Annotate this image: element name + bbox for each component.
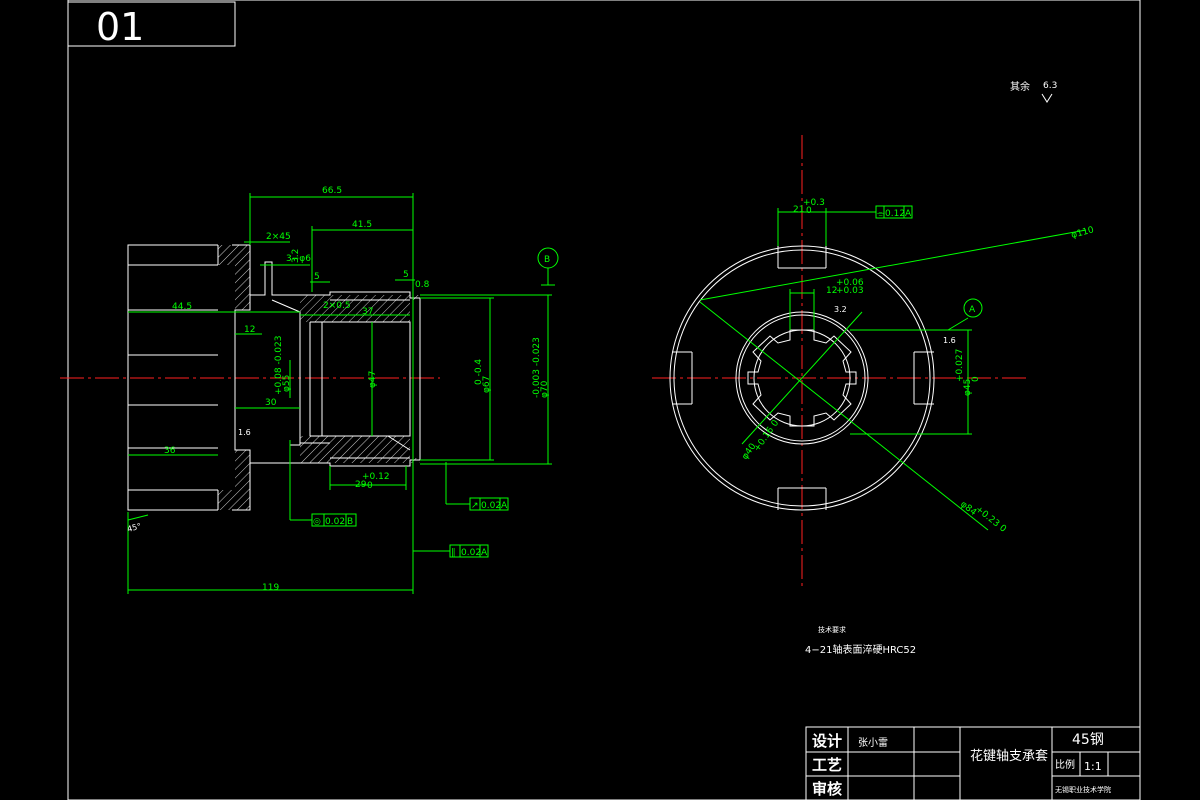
roughness-symbol-icon [1041, 93, 1053, 103]
dia-55: φ55 [282, 375, 292, 392]
title-scale-value: 1:1 [1084, 760, 1102, 773]
tolerance-frame-runout: ↗ 0.02 A [469, 497, 509, 511]
title-org: 无锡职业技术学院 [1055, 785, 1111, 794]
parallelism-icon: ∥ [451, 548, 456, 558]
symmetry-icon: ⌯ [877, 209, 885, 219]
concentricity-value: 0.02 [325, 517, 345, 527]
runout-value: 0.02 [481, 501, 501, 511]
hatch-flange-bottom [218, 450, 250, 510]
end-width-21: 21 [793, 205, 804, 215]
end-rough-3-2: 3.2 [834, 305, 847, 314]
dim-29-tol-lower: 0 [367, 481, 373, 491]
dim-44-5: 44.5 [172, 302, 192, 312]
concentricity-icon: ◎ [313, 517, 321, 527]
end-dia-84-tol: +0.23 0 [973, 504, 1008, 534]
tech-req-title: 技术要求 [818, 625, 846, 634]
end-rough-1-6: 1.6 [943, 336, 956, 345]
dim-37: 37 [362, 307, 373, 317]
dim-12: 12 [244, 325, 255, 335]
title-process-label: 工艺 [812, 756, 842, 774]
dim-5b: 5 [403, 270, 409, 280]
dia-70: φ70 [540, 380, 550, 398]
runout-datum: A [501, 501, 508, 511]
roughness-note-label: 其余 [1010, 80, 1030, 93]
dim-29: 29 [355, 480, 367, 490]
dim-5a: 5 [314, 272, 320, 282]
section-view: B 119 66.5 41.5 2×45 3−φ6 5 5 2×0.5 37 4… [60, 186, 559, 594]
symmetry-value: 0.12 [885, 209, 905, 219]
hatch-body-top [300, 295, 420, 322]
end-dia-45-tol-upper: +0.027 [955, 349, 965, 382]
rough-1-6: 1.6 [238, 428, 251, 437]
end-width-12-tol-lower: +0.03 [836, 286, 864, 296]
dia-47: φ47 [368, 371, 378, 388]
section-dimension-lines [127, 193, 555, 594]
dim-chamfer: 2×45 [266, 232, 291, 242]
dim-41-5: 41.5 [352, 220, 372, 230]
end-width-12-tol-upper: +0.06 [836, 278, 864, 288]
tolerance-frame-symmetry: ⌯ 0.12 A [875, 205, 913, 219]
concentricity-datum: B [347, 517, 353, 527]
title-part-name: 花键轴支承套 [970, 748, 1048, 764]
sheet-number: 01 [96, 5, 144, 49]
symmetry-datum: A [905, 209, 912, 219]
runout-icon: ↗ [471, 501, 479, 511]
end-width-12: 12 [826, 286, 837, 296]
end-width-21-tol-lower: 0 [806, 206, 812, 216]
hatch-body-bottom [300, 436, 420, 463]
datum-a-bubble [963, 298, 983, 318]
dia-55-tol: +0.08 -0.023 [274, 336, 284, 395]
title-material: 45钢 [1072, 732, 1104, 748]
dim-36: 36 [164, 446, 176, 456]
end-outline [669, 245, 935, 511]
dim-holes: 3−φ6 [286, 254, 311, 264]
tech-req-line1: 4−21轴表面淬硬HRC52 [805, 643, 916, 656]
title-review-label: 审核 [812, 780, 842, 798]
end-dia-45-tol-lower: 0 [971, 376, 981, 382]
rough-0-8: 0.8 [415, 280, 430, 290]
hatch-flange-top [218, 245, 250, 310]
sheet-border [67, 0, 1141, 800]
datum-a-label: A [969, 305, 976, 315]
title-block: 设计 张小雷 工艺 审核 花键轴支承套 45钢 比例 1:1 无锡职业技术学院 [805, 726, 1141, 800]
tolerance-frame-concentricity: ◎ 0.02 B [311, 513, 357, 527]
dim-66-5: 66.5 [322, 186, 342, 196]
rough-3-2: 3.2 [291, 249, 301, 263]
dia-67: φ67 [482, 376, 492, 393]
dim-30: 30 [265, 398, 277, 408]
sheet-number-box [67, 1, 236, 47]
dia-67-tol: 0 -0.4 [474, 359, 484, 385]
title-designer: 张小雷 [858, 737, 888, 749]
dim-overall-length: 119 [262, 583, 279, 593]
datum-b-bubble [537, 247, 559, 269]
title-scale-label: 比例 [1055, 758, 1075, 771]
end-width-21-tol-upper: +0.3 [803, 198, 825, 208]
dim-2x0-5: 2×0.5 [323, 301, 351, 311]
roughness-note-value: 6.3 [1043, 81, 1057, 91]
end-view: φ110 21 +0.3 0 12 +0.06 +0.03 3.2 1.6 φ4… [652, 135, 1095, 590]
dim-29-tol-upper: +0.12 [362, 472, 390, 482]
tolerance-frame-parallelism: ∥ 0.02 A [449, 544, 489, 558]
end-dia-110: φ110 [1070, 225, 1095, 241]
chamfer-45: 45° [126, 522, 142, 534]
title-design-label: 设计 [812, 732, 842, 750]
datum-b-label: B [544, 255, 550, 265]
end-dimension-lines [699, 208, 1087, 531]
dia-70-tol: -0.003 -0.023 [532, 337, 542, 398]
end-dia-45: φ45 [963, 379, 973, 396]
parallelism-value: 0.02 [461, 548, 481, 558]
parallelism-datum: A [481, 548, 488, 558]
